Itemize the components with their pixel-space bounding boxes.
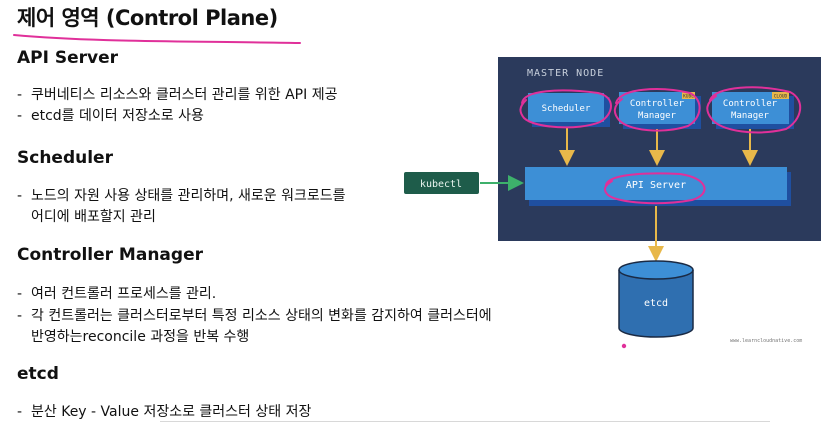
watermark: www.learncloudnative.com xyxy=(730,338,802,344)
kube-tag: KUBE xyxy=(683,94,694,100)
controller-manager-heading: Controller Manager xyxy=(17,245,203,265)
api-server-heading: API Server xyxy=(17,48,119,68)
controller-cloud-line2: Manager xyxy=(731,111,770,121)
cloud-tag: CLOUD xyxy=(774,94,788,100)
controller-kube-line2: Manager xyxy=(638,111,677,121)
title-underline xyxy=(13,34,301,44)
scheduler-heading: Scheduler xyxy=(17,148,113,168)
api-server-box: API Server xyxy=(525,167,791,206)
highlight-annotations xyxy=(519,86,801,205)
etcd-label: etcd xyxy=(644,298,668,309)
controller-manager-bullet-2: -각 컨트롤러는 클러스터로부터 특정 리소스 상태의 변화를 감지하여 클러스… xyxy=(17,308,492,345)
scheduler-box: Scheduler xyxy=(528,93,610,127)
etcd-cylinder: etcd xyxy=(618,260,694,338)
api-server-label: API Server xyxy=(626,180,686,191)
api-server-bullet-2: -etcd를 데이터 저장소로 사용 xyxy=(17,108,204,124)
controller-kube-line1: Controller xyxy=(630,99,685,109)
master-node-panel: MASTER NODE xyxy=(498,57,821,241)
controller-manager-kube-box: KUBE Controller Manager xyxy=(619,92,701,129)
bottom-divider xyxy=(160,421,770,422)
scheduler-label: Scheduler xyxy=(542,104,591,114)
cursor-dot xyxy=(621,343,627,349)
etcd-bullet-1: -분산 Key - Value 저장소로 클러스터 상태 저장 xyxy=(17,404,312,420)
controller-manager-cloud-box: CLOUD Controller Manager xyxy=(712,92,794,129)
master-node-label: MASTER NODE xyxy=(527,68,604,79)
api-server-bullet-1: -쿠버네티스 리소스와 클러스터 관리를 위한 API 제공 xyxy=(17,87,338,103)
kubectl-label: kubectl xyxy=(420,179,462,190)
etcd-heading: etcd xyxy=(17,364,59,384)
kubectl-box: kubectl xyxy=(404,172,479,194)
controller-cloud-line1: Controller xyxy=(723,99,778,109)
page-title: 제어 영역 (Control Plane) xyxy=(17,6,278,30)
controller-manager-bullet-1: -여러 컨트롤러 프로세스를 관리. xyxy=(17,286,217,302)
